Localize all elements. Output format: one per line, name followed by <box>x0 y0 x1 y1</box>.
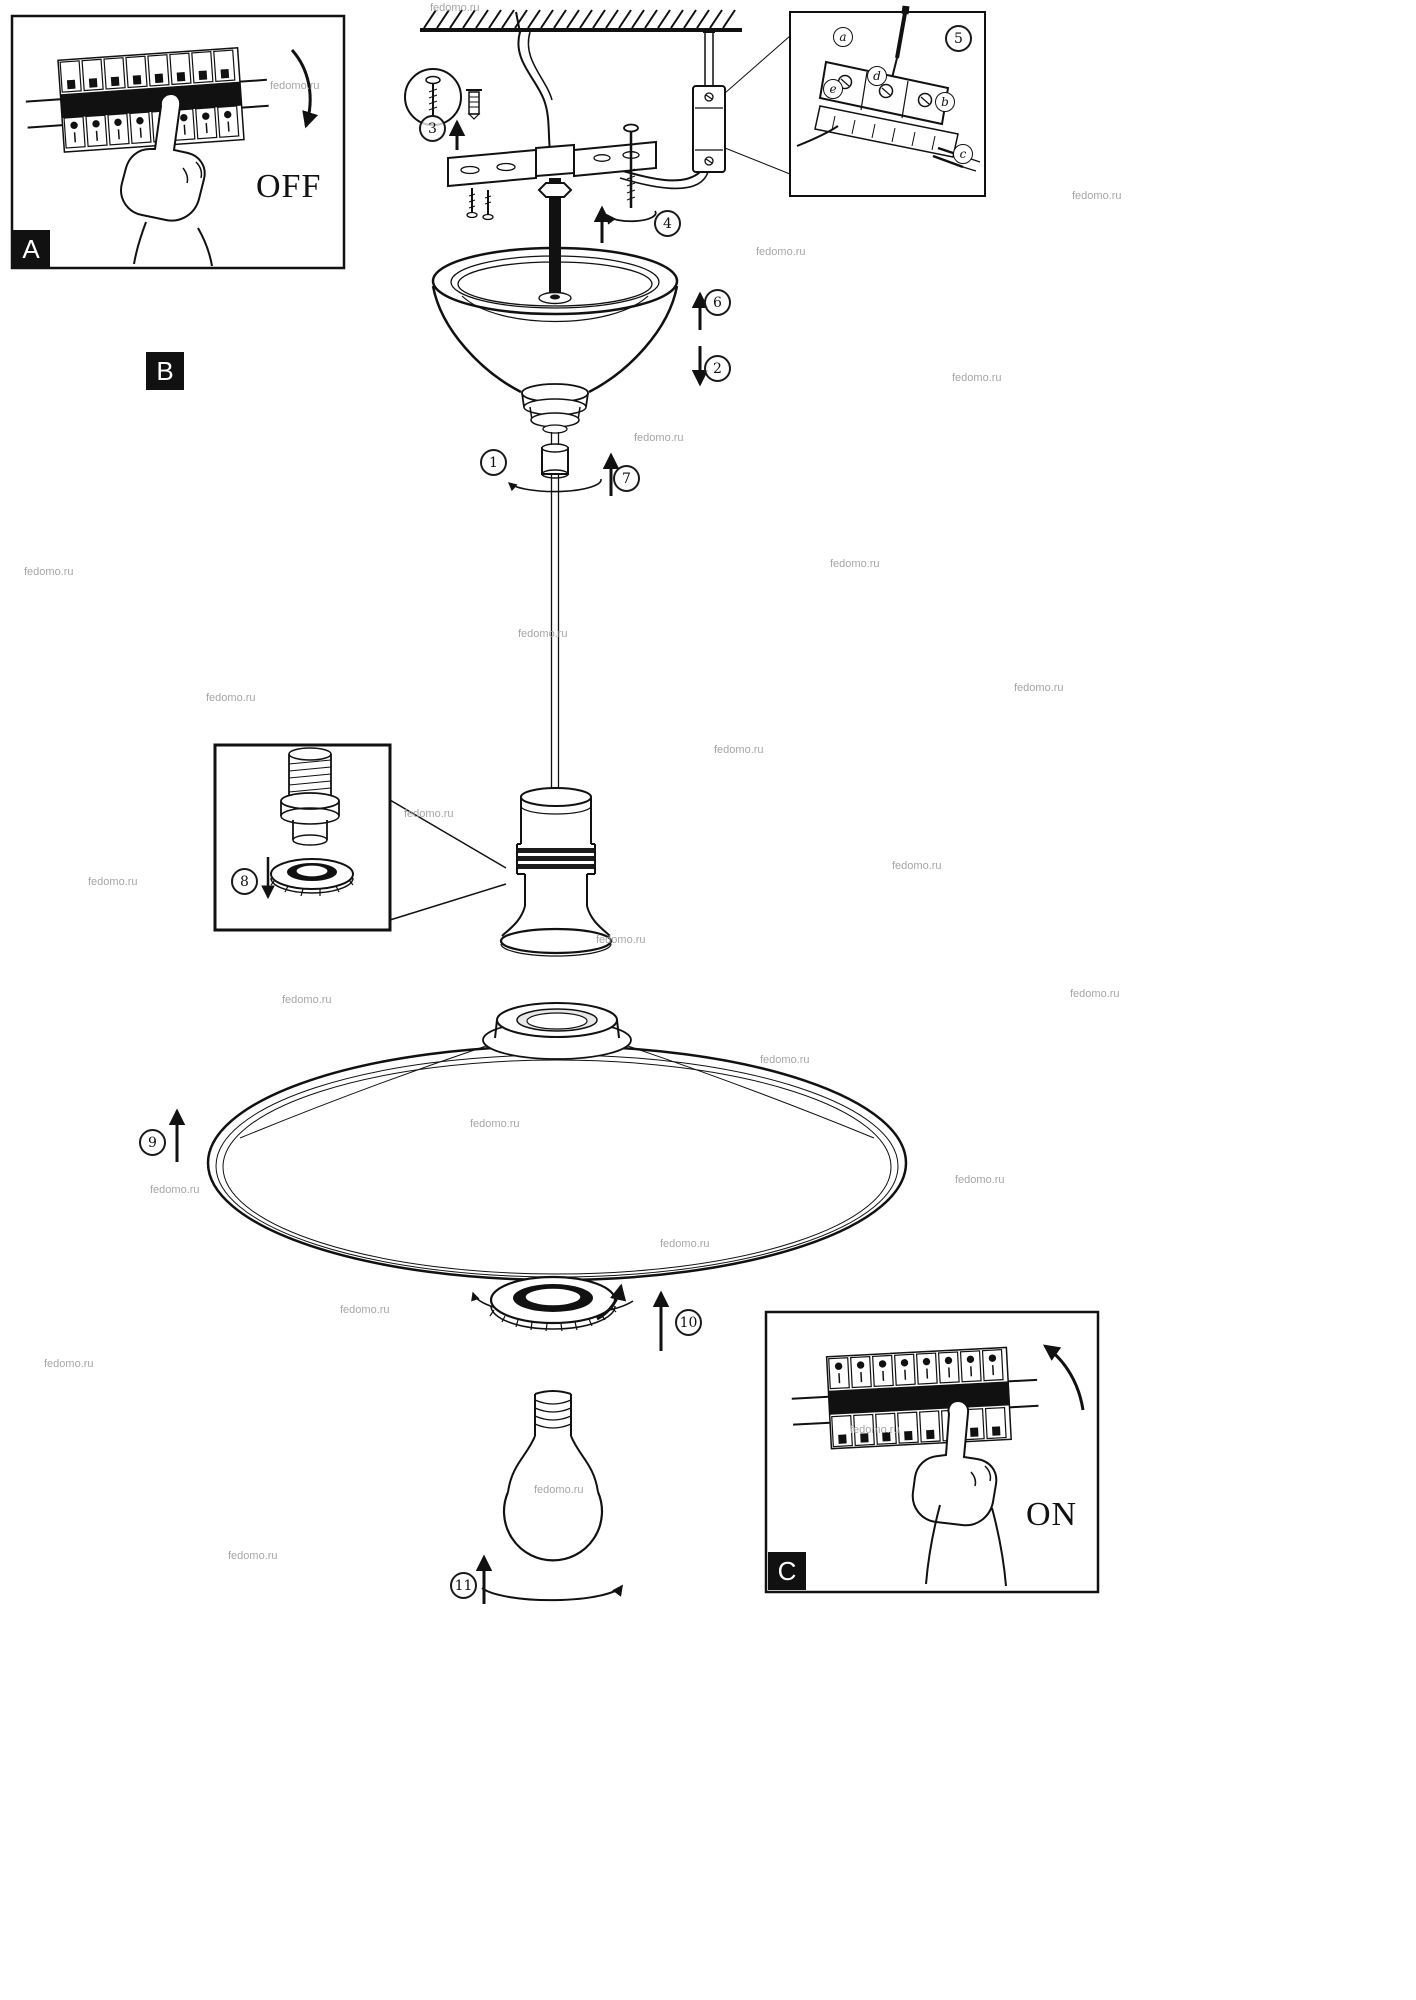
watermark: fedomo.ru <box>228 1550 278 1562</box>
socket-detail-panel <box>213 743 507 932</box>
screw-rotate-arrow <box>606 210 657 225</box>
light-bulb <box>475 1390 623 1604</box>
ring-bold-arrow <box>596 1283 627 1321</box>
watermark: fedomo.ru <box>534 1484 584 1496</box>
on-text: ON <box>1026 1496 1078 1533</box>
screw-anchor-callout <box>404 68 482 150</box>
watermark: fedomo.ru <box>150 1184 200 1196</box>
terminal-letter-b: b <box>935 92 955 112</box>
step-6: 6 <box>704 289 731 316</box>
watermark: fedomo.ru <box>44 1358 94 1370</box>
watermark: fedomo.ru <box>830 558 880 570</box>
breaker-on-illustration <box>764 1310 1100 1594</box>
watermark: fedomo.ru <box>404 808 454 820</box>
watermark: fedomo.ru <box>430 2 480 14</box>
step-8: 8 <box>231 868 258 895</box>
screwdriver-shaft <box>895 12 907 59</box>
step-3: 3 <box>419 115 446 142</box>
off-rotate-arrow <box>290 49 319 129</box>
lock-nut <box>537 182 573 198</box>
canopy <box>431 178 679 434</box>
mounting-bracket <box>447 123 657 243</box>
watermark: fedomo.ru <box>282 994 332 1006</box>
watermark: fedomo.ru <box>850 1424 900 1436</box>
mains-cable <box>515 11 553 153</box>
pointing-hand <box>120 92 213 267</box>
watermark: fedomo.ru <box>470 1118 520 1130</box>
terminal-letter-a: a <box>833 27 853 47</box>
step-4: 4 <box>654 210 681 237</box>
watermark: fedomo.ru <box>270 80 320 92</box>
panel-label-a: A <box>12 230 50 268</box>
watermark: fedomo.ru <box>24 566 74 578</box>
threaded-nipple <box>549 178 561 296</box>
step-10: 10 <box>675 1309 702 1336</box>
step-9: 9 <box>139 1129 166 1156</box>
watermark: fedomo.ru <box>660 1238 710 1250</box>
panel-label-c: C <box>768 1552 806 1590</box>
shade-ring <box>471 1275 670 1351</box>
screwdriver-tip <box>891 57 898 79</box>
watermark: fedomo.ru <box>518 628 568 640</box>
panel-label-b: B <box>146 352 184 390</box>
watermark: fedomo.ru <box>634 432 684 444</box>
watermark: fedomo.ru <box>596 934 646 946</box>
watermark: fedomo.ru <box>88 876 138 888</box>
step-11: 11 <box>450 1572 477 1599</box>
breaker-off-illustration <box>10 14 346 270</box>
junction-box <box>603 31 791 190</box>
terminal-letter-e: e <box>823 79 843 99</box>
terminal-letter-c: c <box>953 144 973 164</box>
watermark: fedomo.ru <box>756 246 806 258</box>
watermark: fedomo.ru <box>1070 988 1120 1000</box>
step-5: 5 <box>945 25 972 52</box>
watermark: fedomo.ru <box>340 1304 390 1316</box>
watermark: fedomo.ru <box>1014 682 1064 694</box>
lamp-shade <box>206 1002 908 1282</box>
off-text: OFF <box>256 168 322 205</box>
step-7: 7 <box>613 465 640 492</box>
step-1: 1 <box>480 449 507 476</box>
step-2: 2 <box>704 355 731 382</box>
watermark: fedomo.ru <box>1072 190 1122 202</box>
terminal-letter-d: d <box>867 66 887 86</box>
ferrule-rotate-arrow <box>507 478 602 493</box>
on-rotate-arrow <box>1042 1344 1085 1411</box>
watermark: fedomo.ru <box>955 1174 1005 1186</box>
bulb-rotate-arrow <box>481 1584 623 1602</box>
pointing-hand <box>911 1399 1007 1587</box>
watermark: fedomo.ru <box>206 692 256 704</box>
watermark: fedomo.ru <box>952 372 1002 384</box>
pendant-cord <box>507 432 620 795</box>
lamp-socket <box>499 787 613 957</box>
watermark: fedomo.ru <box>892 860 942 872</box>
screwdriver-handle <box>901 5 910 15</box>
watermark: fedomo.ru <box>714 744 764 756</box>
ceiling-hatch <box>420 9 742 32</box>
watermark: fedomo.ru <box>760 1054 810 1066</box>
